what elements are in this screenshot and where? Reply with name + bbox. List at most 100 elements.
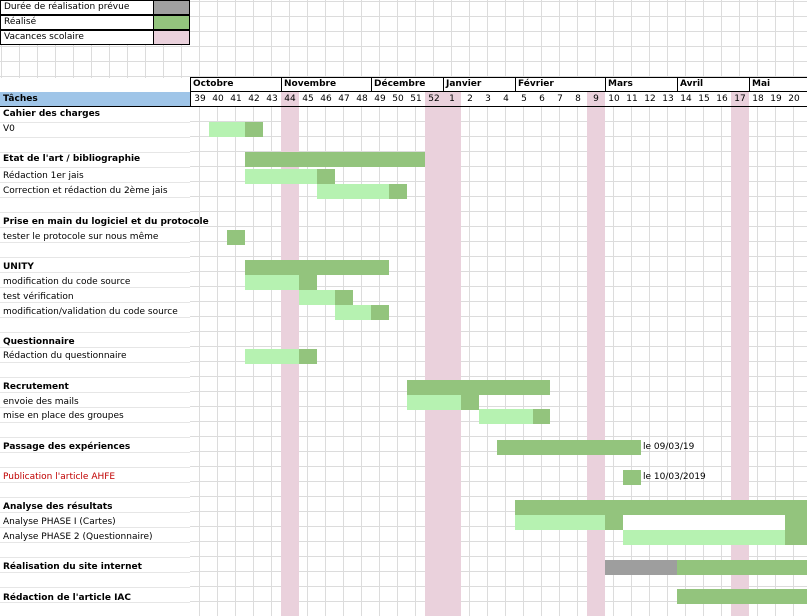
month-novembre[interactable]: Novembre [281, 78, 371, 92]
bar-v0-planned[interactable] [209, 122, 245, 137]
week-6[interactable]: 6 [539, 94, 545, 104]
task-modification-validation[interactable]: modification/validation du code source [3, 307, 178, 317]
bar-jais2-done[interactable] [389, 184, 407, 199]
week-50[interactable]: 50 [392, 94, 404, 104]
bar-unity-summary[interactable] [245, 260, 389, 275]
annotation-experiences-date[interactable]: le 09/03/19 [643, 442, 695, 452]
bar-questionnaire-done[interactable] [299, 349, 317, 364]
bar-recrutement-summary[interactable] [407, 380, 550, 395]
week-39[interactable]: 39 [194, 94, 206, 104]
bar-etat-art-summary[interactable] [245, 152, 425, 167]
task-questionnaire[interactable]: Questionnaire [3, 337, 75, 347]
task-tester-protocole[interactable]: tester le protocole sur nous même [3, 232, 159, 242]
bar-phase1-done[interactable] [605, 515, 623, 530]
bar-questionnaire-planned[interactable] [245, 349, 299, 364]
week-12[interactable]: 12 [644, 94, 656, 104]
month-avril[interactable]: Avril [677, 78, 749, 92]
week-8[interactable]: 8 [575, 94, 581, 104]
task-publication-ahfe[interactable]: Publication l'article AHFE [3, 472, 116, 482]
tasks-header[interactable]: Tâches [0, 92, 190, 107]
week-14[interactable]: 14 [680, 94, 692, 104]
task-unity[interactable]: UNITY [3, 262, 34, 272]
bar-phase2-planned[interactable] [623, 530, 785, 545]
week-45[interactable]: 45 [302, 94, 314, 104]
bar-phase2-done[interactable] [785, 530, 807, 545]
bar-groupes-done[interactable] [533, 409, 550, 424]
task-site-internet[interactable]: Réalisation du site internet [3, 562, 142, 572]
bar-ahfe[interactable] [623, 470, 641, 485]
week-44[interactable]: 44 [281, 92, 299, 106]
bar-tester-protocole[interactable] [227, 230, 245, 245]
week-2[interactable]: 2 [467, 94, 473, 104]
task-cahier-des-charges[interactable]: Cahier des charges [3, 109, 101, 119]
legend-swatch-done[interactable] [153, 15, 190, 30]
month-octobre[interactable]: Octobre [190, 78, 281, 92]
task-prise-en-main[interactable]: Prise en main du logiciel et du protocol… [3, 217, 209, 227]
task-redaction-1er-jais[interactable]: Rédaction 1er jais [3, 171, 84, 181]
week-10[interactable]: 10 [608, 94, 620, 104]
task-passage-experiences[interactable]: Passage des expériences [3, 442, 131, 452]
bar-groupes-planned[interactable] [479, 409, 533, 424]
bar-site-planned-duration[interactable] [605, 560, 677, 575]
bar-modif-code-planned[interactable] [245, 275, 299, 290]
bar-analyse-summary[interactable] [515, 500, 807, 515]
task-analyse-phase-2[interactable]: Analyse PHASE 2 (Questionnaire) [3, 532, 153, 542]
task-envoie-mails[interactable]: envoie des mails [3, 397, 79, 407]
week-11[interactable]: 11 [626, 94, 638, 104]
week-4[interactable]: 4 [503, 94, 509, 104]
week-5[interactable]: 5 [521, 94, 527, 104]
bar-site-done[interactable] [677, 560, 807, 575]
week-51[interactable]: 51 [410, 94, 422, 104]
bar-mails-planned[interactable] [407, 395, 461, 410]
week-41[interactable]: 41 [230, 94, 242, 104]
week-42[interactable]: 42 [248, 94, 260, 104]
month-fevrier[interactable]: Février [515, 78, 605, 92]
week-20[interactable]: 20 [788, 94, 800, 104]
week-48[interactable]: 48 [356, 94, 368, 104]
bar-phase1-end[interactable] [785, 515, 807, 530]
legend-label-vacation[interactable]: Vacances scolaire [0, 30, 154, 45]
annotation-ahfe-date[interactable]: le 10/03/2019 [643, 472, 706, 482]
week-40[interactable]: 40 [212, 94, 224, 104]
legend-label-planned[interactable]: Durée de réalisation prévue [0, 0, 154, 15]
task-modification-code-source[interactable]: modification du code source [3, 277, 131, 287]
bar-article-iac[interactable] [677, 589, 807, 604]
bar-phase1-planned[interactable] [515, 515, 605, 530]
bar-jais1-done[interactable] [317, 169, 335, 184]
bar-modif-code-done[interactable] [299, 275, 317, 290]
task-mise-en-place-groupes[interactable]: mise en place des groupes [3, 411, 124, 421]
task-recrutement[interactable]: Recrutement [3, 382, 69, 392]
week-52[interactable]: 52 [425, 92, 443, 106]
week-46[interactable]: 46 [320, 94, 332, 104]
bar-test-verif-planned[interactable] [299, 290, 335, 305]
legend-label-done[interactable]: Réalisé [0, 15, 154, 30]
week-49[interactable]: 49 [374, 94, 386, 104]
week-1[interactable]: 1 [443, 92, 461, 106]
week-9[interactable]: 9 [587, 92, 605, 106]
bar-mails-done[interactable] [461, 395, 479, 410]
month-decembre[interactable]: Décembre [371, 78, 443, 92]
task-article-iac[interactable]: Rédaction de l'article IAC [3, 593, 131, 603]
week-18[interactable]: 18 [752, 94, 764, 104]
task-test-verification[interactable]: test vérification [3, 292, 74, 302]
bar-validation-done[interactable] [371, 305, 389, 320]
week-47[interactable]: 47 [338, 94, 350, 104]
task-analyse-resultats[interactable]: Analyse des résultats [3, 502, 113, 512]
bar-validation-planned[interactable] [335, 305, 371, 320]
month-janvier[interactable]: Janvier [443, 78, 515, 92]
task-etat-de-l-art[interactable]: Etat de l'art / bibliographie [3, 154, 141, 164]
task-v0[interactable]: V0 [3, 124, 15, 134]
week-13[interactable]: 13 [662, 94, 674, 104]
bar-jais2-planned[interactable] [317, 184, 389, 199]
week-15[interactable]: 15 [698, 94, 710, 104]
week-3[interactable]: 3 [485, 94, 491, 104]
week-19[interactable]: 19 [770, 94, 782, 104]
bar-v0-done[interactable] [245, 122, 263, 137]
legend-swatch-planned[interactable] [153, 0, 190, 15]
bar-test-verif-done[interactable] [335, 290, 353, 305]
month-mai[interactable]: Mai [749, 78, 807, 92]
task-correction-2eme-jais[interactable]: Correction et rédaction du 2ème jais [3, 186, 168, 196]
month-mars[interactable]: Mars [605, 78, 677, 92]
task-redaction-questionnaire[interactable]: Rédaction du questionnaire [3, 351, 127, 361]
bar-jais1-planned[interactable] [245, 169, 317, 184]
